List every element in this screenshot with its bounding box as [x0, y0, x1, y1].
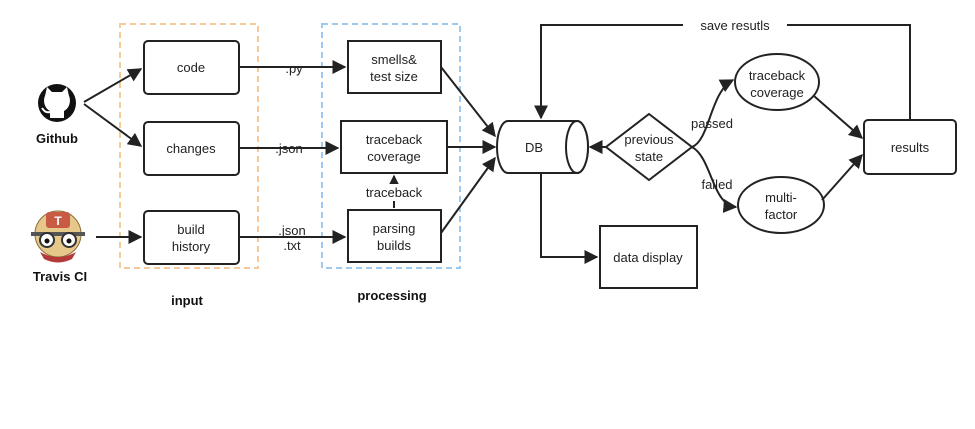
data-display-label: data display	[613, 250, 683, 265]
build-history-label-line1: build	[177, 222, 204, 237]
multi-factor-line2: factor	[765, 207, 798, 222]
parsing-builds-node	[347, 209, 442, 263]
passed-label: passed	[691, 116, 733, 131]
traceback-edge-label: traceback	[366, 185, 423, 200]
edge-multifactor-results	[821, 153, 863, 201]
travis-ci-label: Travis CI	[33, 269, 87, 284]
json2-label: .json	[278, 223, 305, 238]
multi-factor-ellipse	[737, 176, 825, 234]
traceback-coverage-ellipse-line2: coverage	[750, 85, 803, 100]
travis-ci-logo: T	[31, 210, 85, 263]
edge-parsing-db	[440, 156, 496, 234]
traceback-coverage-label-line1: traceback	[366, 132, 423, 147]
input-group-label: input	[171, 293, 203, 308]
github-logo	[38, 84, 76, 122]
json-label: .json	[275, 141, 302, 156]
txt-label: .txt	[283, 238, 301, 253]
previous-state-label-line2: state	[635, 149, 663, 164]
db-node	[496, 120, 589, 174]
build-history-label-line2: history	[172, 239, 211, 254]
previous-state-label-line1: previous	[624, 132, 674, 147]
parsing-builds-label-line1: parsing	[373, 221, 416, 236]
traceback-coverage-node	[340, 120, 448, 174]
code-label: code	[177, 60, 205, 75]
github-label: Github	[36, 131, 78, 146]
traceback-edge-label-bg	[362, 184, 426, 201]
edge-save-results	[534, 24, 911, 120]
traceback-coverage-label-line2: coverage	[367, 149, 420, 164]
save-results-label-bg	[683, 17, 787, 33]
smells-label-line2: test size	[370, 69, 418, 84]
results-label: results	[891, 140, 930, 155]
smells-test-size-node	[347, 40, 442, 94]
save-results-label: save resutls	[700, 18, 770, 33]
processing-group-label: processing	[357, 288, 426, 303]
traceback-coverage-ellipse-line1: traceback	[749, 68, 806, 83]
edge-github-changes	[83, 103, 143, 147]
svg-text:T: T	[54, 214, 62, 228]
db-label: DB	[525, 140, 543, 155]
multi-factor-line1: multi-	[765, 190, 797, 205]
input-group-box	[119, 23, 259, 269]
failed-label: failed	[701, 177, 732, 192]
py-label: .py	[285, 61, 303, 76]
edge-smells-db	[440, 66, 496, 138]
edge-traceback-results	[813, 95, 864, 139]
parsing-builds-label-line2: builds	[377, 238, 411, 253]
edge-passed	[691, 79, 735, 148]
traceback-coverage-ellipse	[734, 53, 820, 111]
changes-label: changes	[166, 141, 216, 156]
data-display-node	[599, 225, 698, 289]
previous-state-decision	[604, 112, 694, 182]
edge-github-code	[83, 68, 143, 103]
edge-db-data-display	[540, 173, 599, 264]
build-history-node	[143, 210, 240, 265]
smells-label-line1: smells&	[371, 52, 417, 67]
edge-failed	[691, 146, 738, 213]
